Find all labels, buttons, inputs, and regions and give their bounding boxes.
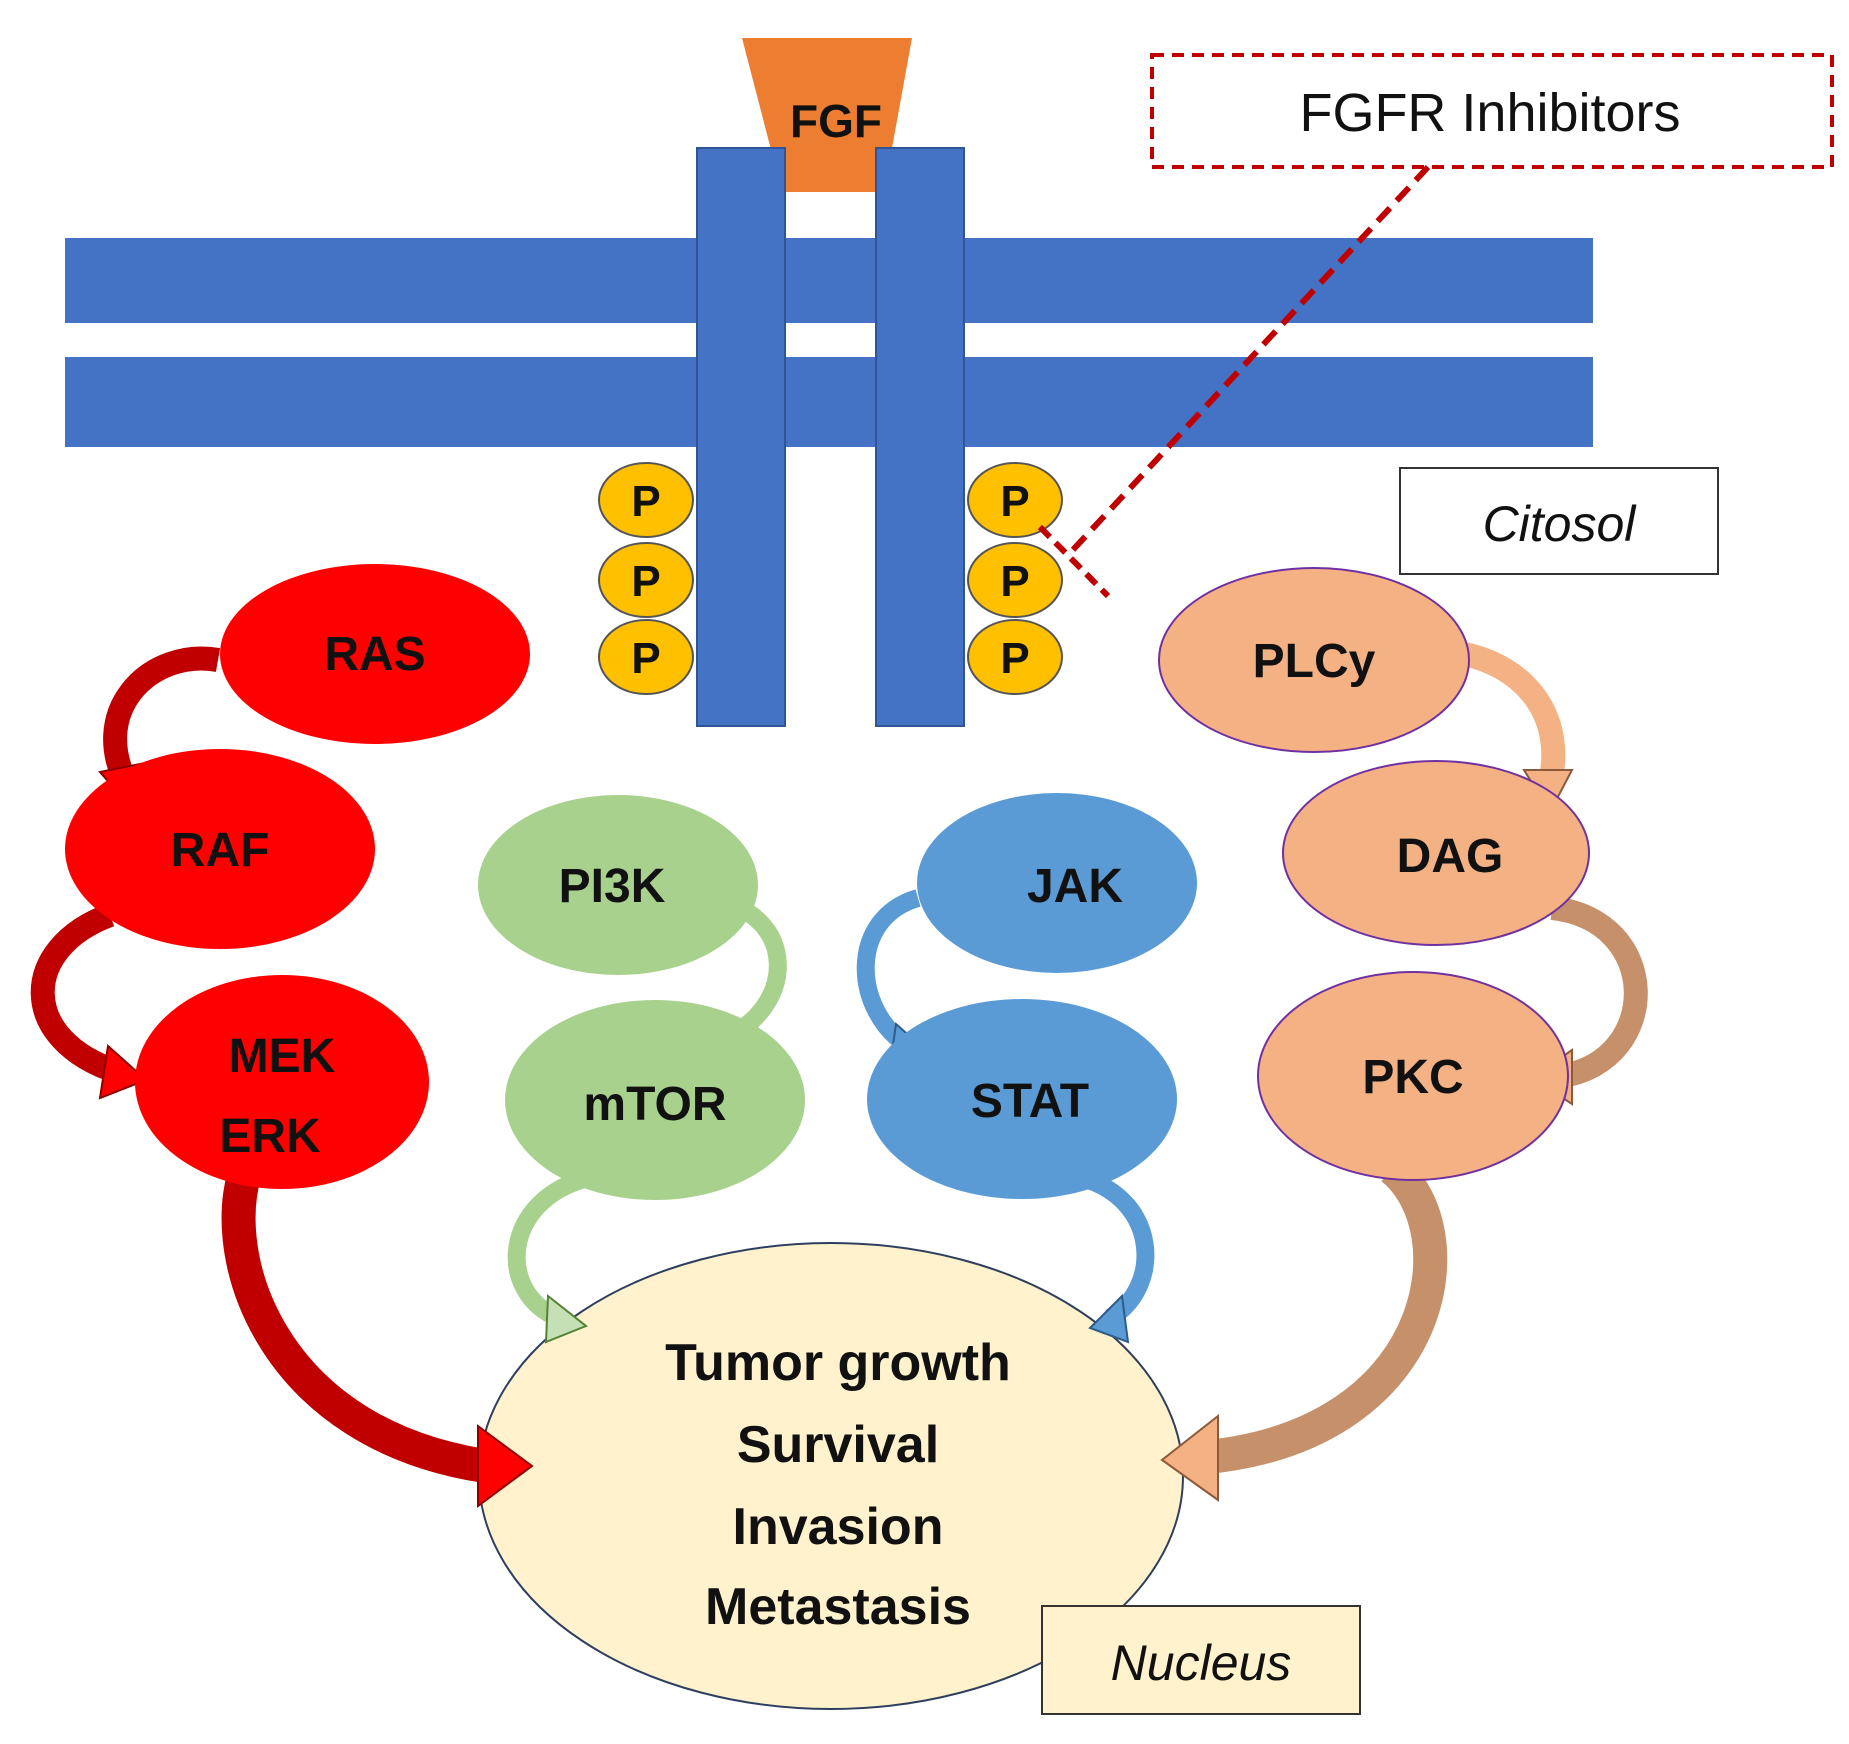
nucleus: Tumor growth Survival Invasion Metastasi… (478, 1242, 1184, 1710)
phospho-circle (967, 542, 1063, 618)
arrowhead-erk-to-nucleus (477, 1424, 534, 1508)
phospho-group-left: P P P (598, 462, 694, 695)
membrane-outer-layer (65, 238, 1593, 323)
arrow-dag-to-pkc (1550, 896, 1648, 1088)
pi3k-pathway: PI3K mTOR (478, 795, 805, 1200)
node-jak-label: JAK (1027, 860, 1123, 913)
fgfr-inhibitors-callout: FGFR Inhibitors (1037, 53, 1834, 599)
jak-pathway: JAK STAT (867, 793, 1197, 1199)
arrow-stat-to-nucleus (1079, 1169, 1155, 1326)
fgfr-inhibitors-label: FGFR Inhibitors (1299, 83, 1680, 143)
arrowhead-stat-to-nucleus (1088, 1293, 1130, 1344)
arrow-raf-to-mek (30, 903, 122, 1084)
fgf-ligand-label: FGF (790, 95, 882, 147)
node-pkc-label: PKC (1362, 1051, 1463, 1104)
node-pi3k (478, 795, 758, 975)
node-mtor (505, 1000, 805, 1200)
node-pi3k-label: PI3K (559, 860, 666, 913)
arrow-erk-to-nucleus (221, 1152, 502, 1485)
node-raf-label: RAF (171, 824, 270, 877)
node-jak (917, 793, 1197, 973)
cytosol-label-box: Citosol (1399, 467, 1719, 575)
phospho-label: P (1000, 557, 1029, 606)
node-dag-label: DAG (1397, 830, 1504, 883)
phospho-circle (598, 462, 694, 538)
node-stat-label: STAT (971, 1075, 1089, 1128)
cytosol-label: Citosol (1483, 496, 1638, 552)
phospho-circle (598, 619, 694, 695)
node-ras (220, 564, 530, 744)
node-ras-label: RAS (324, 628, 425, 681)
arrow-pkc-to-nucleus (1194, 1154, 1448, 1475)
phospho-group-right: P P P (967, 462, 1063, 695)
node-stat (867, 999, 1177, 1199)
outcome-metastasis: Metastasis (705, 1578, 971, 1636)
phospho-circle (598, 542, 694, 618)
node-plcy (1158, 567, 1470, 753)
arrow-mtor-to-nucleus (507, 1169, 591, 1327)
phospho-label: P (631, 477, 660, 526)
node-erk-label: ERK (219, 1110, 321, 1163)
phospho-circle (967, 462, 1063, 538)
node-mtor-label: mTOR (583, 1078, 726, 1131)
outcome-survival: Survival (737, 1416, 939, 1474)
outcome-tumor-growth: Tumor growth (665, 1334, 1011, 1392)
node-dag (1282, 760, 1590, 946)
node-pkc (1257, 971, 1569, 1181)
arrow-ras-to-raf (103, 646, 221, 796)
phospho-label: P (1000, 477, 1029, 526)
node-raf (65, 749, 375, 949)
ras-pathway: RAS RAF MEK ERK (65, 564, 530, 1189)
phospho-circle (967, 619, 1063, 695)
nucleus-label: Nucleus (1111, 1635, 1292, 1691)
plc-pathway: PLCy DAG PKC (1158, 567, 1590, 1181)
inhibitor-line (1067, 164, 1431, 556)
phospho-label: P (631, 634, 660, 683)
nucleus-label-box: Nucleus (1041, 1605, 1361, 1715)
node-mek-erk (135, 975, 429, 1189)
arrow-jak-to-stat (856, 889, 921, 1054)
fgfr-inhibitors-box (1150, 53, 1834, 169)
outcome-invasion: Invasion (733, 1498, 944, 1556)
phospho-label: P (631, 557, 660, 606)
node-plcy-label: PLCy (1253, 635, 1376, 688)
node-mek-label: MEK (229, 1030, 336, 1083)
fgfr-receptor-left (696, 147, 786, 727)
phospho-label: P (1000, 634, 1029, 683)
fgfr-receptor-right (875, 147, 965, 727)
membrane-inner-layer (65, 357, 1593, 447)
arrowhead-pkc-to-nucleus (1160, 1413, 1219, 1502)
arrowhead-mtor-to-nucleus (544, 1294, 588, 1344)
inhibitor-blunt-end (1037, 524, 1111, 599)
arrowhead-raf-to-mek (98, 1044, 148, 1100)
